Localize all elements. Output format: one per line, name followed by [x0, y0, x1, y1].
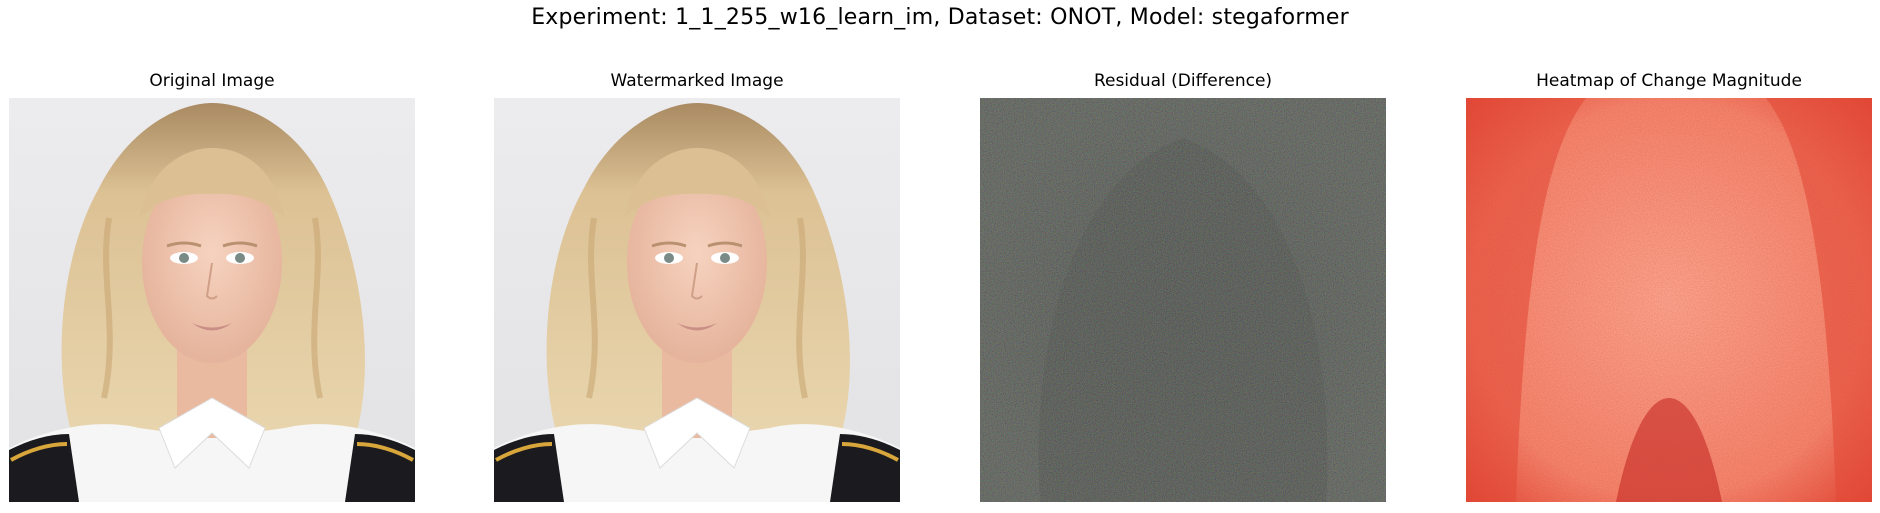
- watermarked-image: [494, 98, 900, 502]
- residual-noise: [980, 98, 1386, 502]
- heatmap-image: [1466, 98, 1872, 502]
- figure-title: Experiment: 1_1_255_w16_learn_im, Datase…: [531, 5, 1349, 30]
- panel-title: Residual (Difference): [1093, 71, 1273, 91]
- portrait-photo: [9, 98, 415, 502]
- panel-title: Heatmap of Change Magnitude: [1536, 71, 1802, 91]
- panel-original: Original Image: [9, 70, 415, 502]
- panel-title: Watermarked Image: [610, 71, 784, 91]
- panel-heatmap: Heatmap of Change Magnitude: [1466, 70, 1872, 502]
- portrait-photo: [494, 98, 900, 502]
- change-heatmap: [1466, 98, 1872, 502]
- original-image: [9, 98, 415, 502]
- panel-watermarked: Watermarked Image: [494, 70, 900, 502]
- residual-image: [980, 98, 1386, 502]
- panel-residual: Residual (Difference): [980, 70, 1386, 502]
- panel-title: Original Image: [149, 71, 275, 91]
